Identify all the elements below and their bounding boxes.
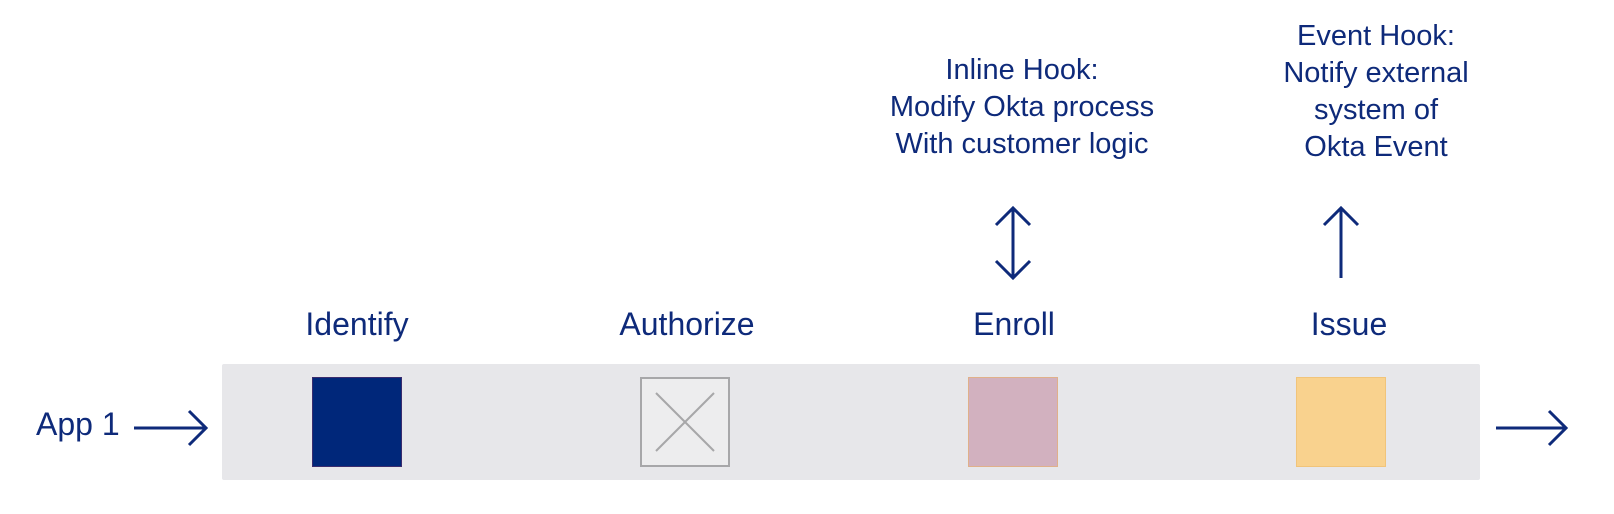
- inline-hook-line-1: Modify Okta process: [889, 91, 1155, 123]
- stage-label-identify: Identify: [305, 306, 409, 342]
- inline-hook-title: Inline Hook:: [945, 54, 1099, 86]
- event-hook-line-2: system of: [1313, 94, 1439, 126]
- event-hook-title: Event Hook:: [1297, 20, 1455, 52]
- inline-hook-line-2: With customer logic: [895, 128, 1149, 160]
- x-mark-icon: [655, 392, 715, 452]
- process-band: [222, 364, 1480, 480]
- stage-label-enroll: Enroll: [973, 306, 1055, 342]
- event-hook-line-1: Notify external: [1283, 57, 1469, 89]
- stage-label-authorize: Authorize: [619, 306, 755, 342]
- app-1-label: App 1: [36, 406, 120, 442]
- outgoing-arrow-icon: [1496, 409, 1569, 447]
- right-arrow-icon: [134, 409, 209, 447]
- event-hook-description: Event Hook: Notify external system of Ok…: [1256, 18, 1496, 166]
- up-arrow-icon: [1322, 205, 1360, 278]
- bidirectional-arrow-icon: [994, 205, 1032, 281]
- inline-hook-description: Inline Hook: Modify Okta process With cu…: [872, 52, 1172, 163]
- identify-stage-box: [312, 377, 402, 467]
- issue-stage-box: [1296, 377, 1386, 467]
- event-hook-line-3: Okta Event: [1304, 131, 1448, 163]
- enroll-stage-box: [968, 377, 1058, 467]
- stage-label-issue: Issue: [1310, 306, 1388, 342]
- authorize-stage-box: [640, 377, 730, 467]
